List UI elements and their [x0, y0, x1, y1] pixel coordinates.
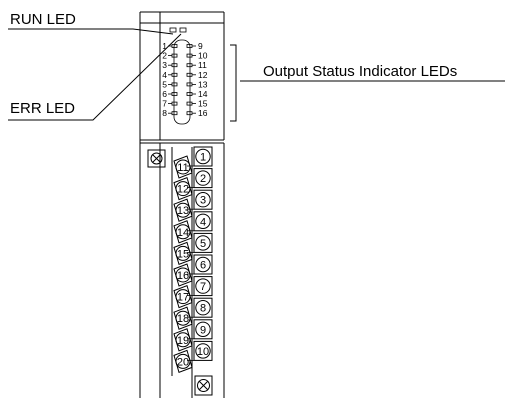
terminal-number: 20 — [177, 356, 189, 368]
terminal-number-circle — [175, 267, 191, 283]
status-led — [186, 82, 193, 87]
status-led — [186, 72, 193, 77]
output-status-bracket — [230, 44, 237, 122]
led-number-label: 6 — [162, 89, 167, 99]
terminal-number: 2 — [200, 173, 206, 185]
terminal-number: 15 — [177, 248, 189, 260]
led-number-label: 14 — [198, 89, 208, 99]
status-led — [186, 63, 193, 68]
status-led — [171, 82, 178, 87]
terminal-number-circle — [195, 256, 211, 273]
led-number-label: 9 — [198, 41, 203, 51]
terminal-number: 5 — [200, 238, 206, 250]
terminal-cell — [193, 254, 213, 275]
run-led-leader — [8, 28, 174, 35]
run-led — [169, 27, 177, 33]
led-panel-frame — [173, 39, 191, 125]
terminal-number-circle — [175, 353, 191, 369]
led-number-label: 10 — [198, 51, 208, 61]
terminal-number: 8 — [200, 303, 206, 315]
terminal-number: 6 — [200, 260, 206, 272]
status-led — [171, 92, 178, 96]
terminal-number-circle — [195, 300, 211, 316]
led-number-label: 5 — [162, 79, 167, 89]
status-led — [186, 111, 193, 116]
terminal-cell — [193, 232, 213, 253]
terminal-number-circle — [195, 278, 211, 294]
led-number-label: 16 — [198, 108, 208, 118]
led-number-label: 2 — [162, 51, 167, 61]
err-led-label: ERR LED — [10, 100, 75, 117]
terminal-number-circle — [195, 321, 211, 337]
terminal-number: 11 — [177, 162, 188, 174]
terminal-cell — [193, 168, 213, 189]
terminal-number-circle — [195, 343, 211, 359]
terminal-number-circle — [195, 148, 211, 165]
status-led — [171, 53, 178, 58]
terminal-number: 19 — [177, 335, 189, 347]
terminal-number: 17 — [177, 292, 189, 304]
terminal-cell — [193, 297, 213, 318]
status-led — [186, 92, 193, 96]
led-number-label: 3 — [162, 60, 167, 70]
terminal-number: 1 — [200, 152, 206, 164]
terminal-number: 4 — [200, 216, 206, 228]
terminal-number: 14 — [177, 227, 189, 239]
status-led — [171, 101, 178, 106]
terminal-cell — [193, 211, 213, 232]
status-led — [171, 111, 178, 116]
terminal-number: 3 — [200, 195, 206, 207]
led-number-label: 8 — [162, 108, 167, 118]
led-number-label: 7 — [162, 99, 167, 109]
terminal-cell — [193, 146, 213, 167]
led-number-label: 15 — [198, 99, 208, 109]
terminal-cell — [193, 340, 213, 361]
terminal-number: 9 — [200, 324, 206, 336]
status-led — [186, 53, 193, 58]
terminal-number-circle — [175, 245, 191, 261]
led-number-label: 13 — [198, 79, 208, 89]
screw-icon — [194, 375, 213, 396]
terminal-number-circle — [195, 235, 211, 251]
terminal-number: 18 — [177, 313, 189, 325]
terminal-number-circle — [175, 202, 191, 218]
terminal-number-circle — [195, 192, 211, 208]
terminal-number-circle — [175, 332, 191, 348]
terminal-number: 12 — [177, 184, 189, 196]
err-led — [179, 27, 187, 33]
status-led — [171, 72, 178, 77]
run-led-label: RUN LED — [10, 11, 76, 28]
unit-body — [139, 11, 225, 398]
terminal-cell — [193, 276, 213, 297]
terminal-number: 10 — [197, 346, 209, 358]
run-err-leds — [169, 27, 187, 33]
status-led — [171, 63, 178, 68]
terminal-number: 13 — [177, 205, 189, 217]
terminal-cell — [193, 189, 213, 210]
led-number-label: 12 — [198, 70, 208, 80]
terminal-number-circle — [195, 213, 211, 230]
led-number-label: 4 — [162, 70, 167, 80]
terminal-number: 16 — [177, 270, 189, 282]
led-number-label: 11 — [198, 60, 207, 70]
err-led-leader — [8, 33, 182, 121]
terminal-number-circle — [175, 181, 191, 197]
terminal-number-circle — [195, 170, 211, 186]
terminal-number-circle — [175, 310, 191, 326]
screw-icon — [147, 149, 166, 168]
terminal-number-circle — [175, 159, 191, 175]
terminal-cell — [193, 319, 213, 340]
terminal-number-circle — [175, 224, 191, 240]
terminal-number: 7 — [200, 281, 206, 293]
led-number-label: 1 — [162, 41, 167, 51]
status-led — [186, 101, 193, 106]
terminal-number-circle — [175, 289, 191, 305]
output-status-label: Output Status Indicator LEDs — [263, 63, 457, 80]
